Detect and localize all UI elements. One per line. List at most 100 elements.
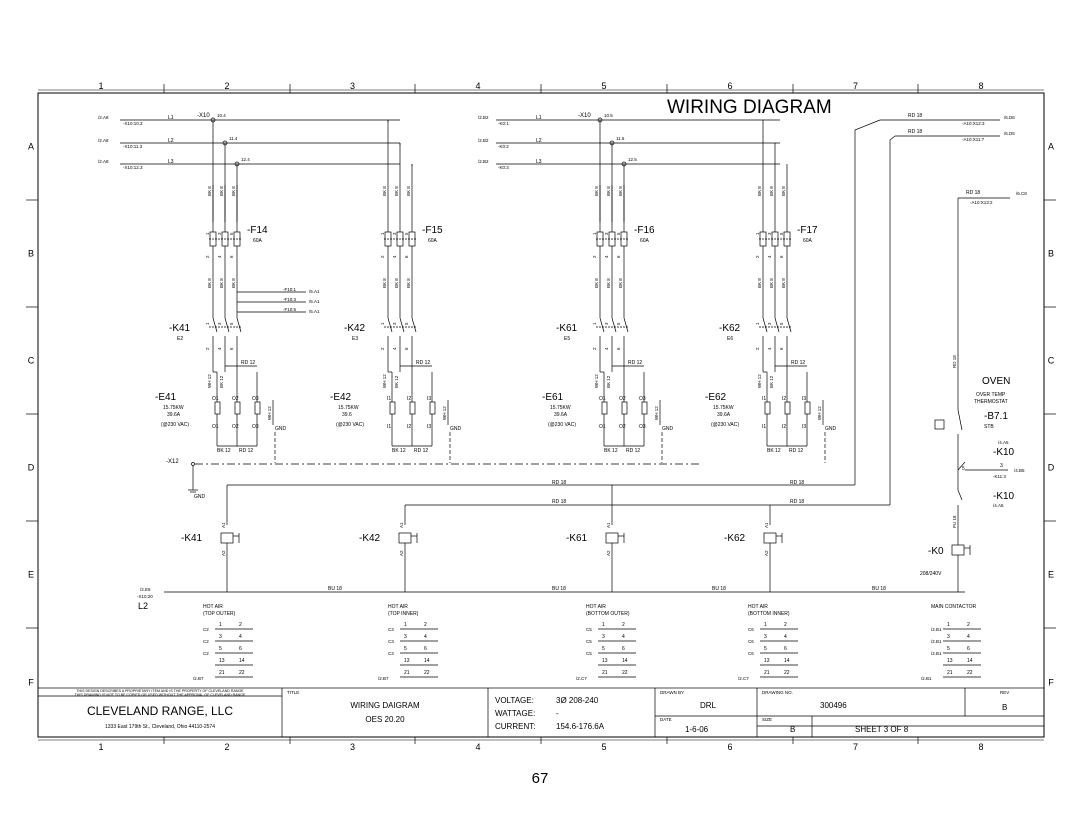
wire-tag: RD 12 [239,448,253,454]
contact-coil-ref: /2.B1 [931,639,942,644]
phase-label: L2 [536,138,542,144]
heater-terminal: O3 [252,424,259,430]
contact-pin: 2 [622,622,625,628]
heater-terminal: O3 [639,396,646,402]
contact-blade [399,317,405,333]
wire-tag: BK 8 [406,186,411,196]
grid-col-label-bottom: 3 [350,742,355,752]
disclaimer-line: THIS DESIGN DESCRIBES A PROPRIETARY ITEM… [76,689,244,693]
wire-tag: BK 8 [594,278,599,288]
wire-tag: RD 12 [626,448,640,454]
cross-reference: /2.B1 [921,676,932,681]
contact-pin: 6 [784,646,787,652]
ground-label: GND [825,426,837,432]
heater-element [601,401,608,415]
pin-number: 5 [779,232,784,235]
contactor-code: E2 [177,336,183,342]
coil-label: -K62 [724,533,746,544]
contact-pin: 6 [424,646,427,652]
grid-row-label-left: F [28,678,34,688]
contact-pin: 14 [784,658,790,664]
contact-pin: 2 [239,622,242,628]
fuse-rating: 60A [803,238,813,244]
wire-tag: BU 18 [712,586,726,592]
wire-tag: BK 8 [394,278,399,288]
contact-blade [774,317,780,333]
wire-tag: RD 18 [966,190,980,196]
wire-tag: RD 18 [790,499,804,505]
pin-number: 4 [767,255,772,258]
diagram-title: WIRING DIAGRAM [667,97,832,118]
contactor-label: -K62 [719,323,741,334]
heater-power: 15.75KW [713,405,734,411]
contact-pin: 22 [622,670,628,676]
heater-current: 39.6A [167,412,181,418]
wire-tag: BK 12 [219,375,224,388]
tap-label: -F10:3 [283,297,297,302]
ground-label: GND [275,426,287,432]
contact-blade [236,317,242,333]
size-value: B [790,725,795,734]
cross-reference: /5.A1 [309,299,320,304]
pin-number: 6 [616,347,621,350]
grid-col-label-top: 6 [727,81,732,91]
wire-tag: BK 8 [219,186,224,196]
wire-tag: BK 8 [382,278,387,288]
coil-label: -K0 [928,546,944,557]
heater-label: -E61 [542,392,564,403]
company-address: 1333 East 179th St., Cleveland, Ohio 441… [105,724,215,730]
pin-number: 2 [380,347,385,350]
wattage-label: WATTAGE: [495,709,535,718]
cross-reference: /2.B2 [478,138,489,143]
contact-group-subtitle: (TOP OUTER) [203,611,236,617]
cross-reference: /2.E6 [140,587,151,592]
heater-terminal: I3 [802,424,806,430]
title-block-frame [37,687,1045,738]
wire-tag: BK 8 [618,278,623,288]
heater-terminal: I1 [387,424,391,430]
size-label: SIZE [762,717,772,722]
heater-terminal: O2 [619,424,626,430]
voltage-label: VOLTAGE: [495,696,534,705]
wire-tag: BK 8 [606,186,611,196]
contact-group-subtitle: (BOTTOM INNER) [748,611,790,617]
pin-number: 5 [962,466,965,472]
cross-reference: /2.B2 [478,159,489,164]
cross-reference: /2.A8 [98,115,109,120]
pin-number: 1 [755,232,760,235]
pin-number: 2 [755,255,760,258]
contact-pin: 21 [764,670,770,676]
wire-tag: BK 8 [618,186,623,196]
grid-row-label-right: C [1048,356,1055,366]
cross-reference: /5.A1 [309,289,320,294]
coil-pin: A2 [764,550,769,556]
heater-label: -E42 [330,392,352,403]
pin-number: 1 [755,322,760,325]
heater-current: 39.6A [717,412,731,418]
contact-blade [623,317,629,333]
sheet-border [37,92,1045,738]
contact-coil-ref: C3 [388,639,394,644]
contact-coil-ref: C6 [748,639,754,644]
contact-pin: 1 [602,622,605,628]
heater-current: 39.6A [554,412,568,418]
heater-terminal: O2 [619,396,626,402]
grid-col-label-bottom: 8 [978,742,983,752]
relay-label: -K10 [993,491,1015,502]
heater-terminal: I1 [762,424,766,430]
heater-element [234,401,241,415]
terminal-number: 10.5 [604,113,613,118]
heater-element [389,401,396,415]
drawn-by-label: DRAWN BY [660,690,684,695]
wire-tag: WH 12 [207,374,212,388]
wire-tag: RD 18 [908,113,922,119]
pin-number: 2 [380,255,385,258]
page-number: 67 [531,770,549,787]
contact-pin: 1 [764,622,767,628]
coil-body [605,532,619,544]
cross-reference: /6.D6 [1004,115,1015,120]
cross-reference: /5.A1 [309,309,320,314]
heater-power: 15.75KW [338,405,359,411]
terminal-label: -K0:2 [498,144,509,149]
